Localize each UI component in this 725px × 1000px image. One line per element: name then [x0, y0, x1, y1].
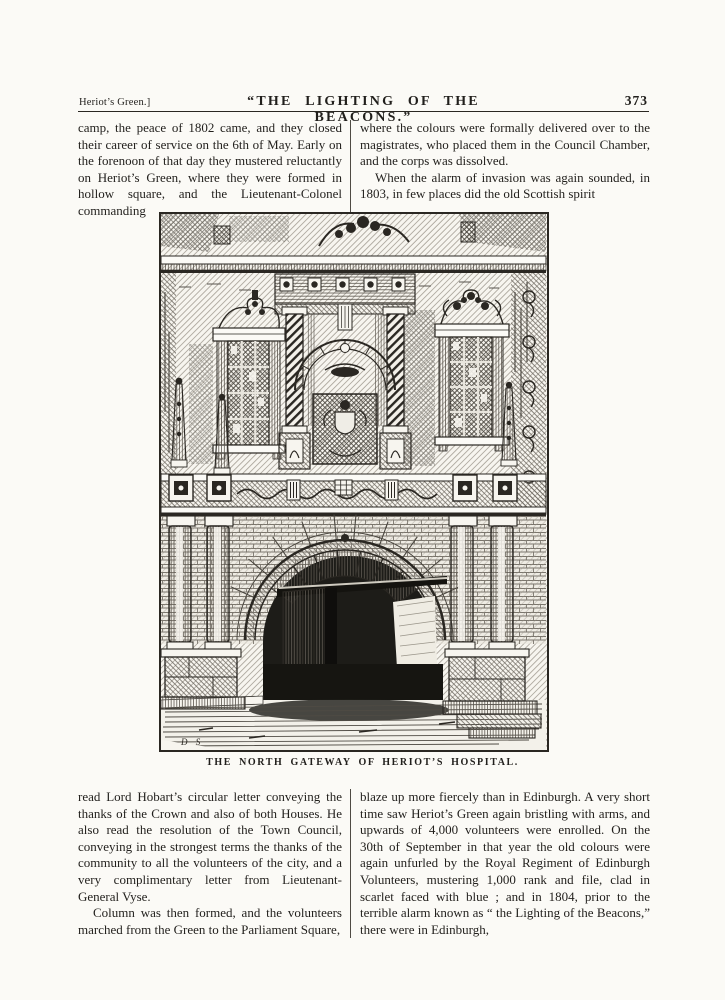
- rosette-panels: [279, 277, 406, 292]
- keystone-ball: [341, 534, 349, 542]
- inner-courtyard-light: [393, 596, 437, 668]
- running-head-left: Heriot’s Green.]: [79, 97, 151, 108]
- page-number: 373: [624, 93, 648, 108]
- lower-text-columns: read Lord Hobart’s circular letter conve…: [78, 789, 650, 939]
- paragraph: Column was then formed, and the voluntee…: [78, 905, 342, 937]
- frieze-bosses: [168, 474, 518, 502]
- figure-caption: THE NORTH GATEWAY OF HERIOT’S HOSPITAL.: [206, 757, 519, 768]
- page-title: “THE LIGHTING OF THE BEACONS.”: [247, 94, 480, 125]
- paragraph: where the colours were formally delivere…: [360, 120, 650, 169]
- engraving-frame: [159, 212, 549, 752]
- upper-cornice: [160, 221, 547, 273]
- left-window: [212, 290, 286, 460]
- lower-left-column: read Lord Hobart’s circular letter conve…: [78, 789, 350, 938]
- gateway-columns: [159, 515, 542, 739]
- upper-left-column: camp, the peace of 1802 came, and they c…: [78, 120, 350, 220]
- paragraph: camp, the peace of 1802 came, and they c…: [78, 120, 342, 218]
- engraving-north-gateway: D S: [159, 212, 549, 752]
- running-head: Heriot’s Green.] “THE LIGHTING OF THE BE…: [79, 93, 648, 126]
- header-rule: [78, 111, 649, 112]
- lower-right-column: blaze up more fiercely than in Edinburgh…: [350, 789, 650, 939]
- triglyphs: [286, 479, 399, 501]
- roofline-crest: [318, 216, 410, 247]
- obelisk-finials: [170, 377, 518, 475]
- upper-text-columns: camp, the peace of 1802 came, and they c…: [78, 120, 650, 220]
- paragraph: read Lord Hobart’s circular letter conve…: [78, 789, 342, 904]
- upper-right-column: where the colours were formally delivere…: [350, 120, 650, 220]
- main-entablature: [160, 473, 547, 516]
- paragraph: When the alarm of invasion was again sou…: [360, 169, 650, 202]
- engraver-signature: D S: [180, 737, 203, 747]
- paragraph: blaze up more fiercely than in Edinburgh…: [360, 789, 650, 937]
- central-aedicule: [274, 273, 416, 470]
- right-window: [434, 289, 510, 452]
- pedestals: [159, 648, 542, 739]
